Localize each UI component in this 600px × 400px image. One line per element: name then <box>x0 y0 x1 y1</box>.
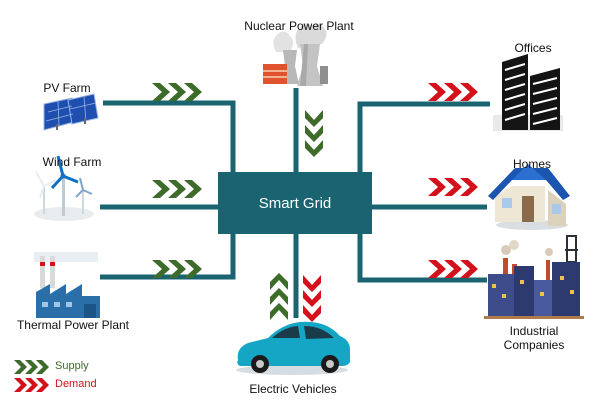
electric-vehicles-label: Electric Vehicles <box>249 382 337 396</box>
line-industrial <box>357 234 487 283</box>
smart-grid-label: Smart Grid <box>258 194 332 212</box>
solar-panel-icon <box>43 93 99 131</box>
legend-supply-label: Supply <box>55 360 89 372</box>
industrial-label: Industrial Companies <box>504 324 565 352</box>
nuclear-plant-icon <box>263 23 328 86</box>
legend-demand-marker <box>14 378 49 392</box>
demand-arrow-offices <box>428 83 478 101</box>
legend-demand-label: Demand <box>55 378 97 390</box>
demand-arrows <box>303 83 478 322</box>
factory-icon <box>34 252 100 318</box>
industrial-label-line2: Companies <box>503 338 565 352</box>
pv-farm-label: PV Farm <box>43 81 91 95</box>
house-icon <box>488 164 570 230</box>
demand-arrow-homes <box>428 178 478 196</box>
supply-arrow-ev <box>270 273 288 320</box>
demand-arrow-ev <box>303 275 321 322</box>
office-buildings-icon <box>493 54 563 131</box>
supply-arrow-thermal <box>152 260 202 278</box>
legend-supply-marker <box>14 360 49 374</box>
supply-arrows <box>152 83 323 320</box>
thermal-plant-label: Thermal Power Plant <box>16 318 130 332</box>
connection-lines <box>100 88 490 318</box>
demand-arrow-industrial <box>428 260 478 278</box>
industrial-plant-icon <box>484 235 584 319</box>
supply-arrow-pv <box>152 83 202 101</box>
wind-farm-label: Wind Farm <box>42 155 102 169</box>
offices-label: Offices <box>514 41 552 55</box>
electric-car-icon <box>236 321 350 375</box>
line-pv <box>103 100 236 172</box>
nuclear-plant-label: Nuclear Power Plant <box>244 19 354 33</box>
line-offices <box>357 101 490 172</box>
smart-grid-hub: Smart Grid <box>218 172 372 234</box>
wind-turbine-icon <box>34 155 94 221</box>
supply-arrow-wind <box>152 180 202 198</box>
industrial-label-line1: Industrial <box>509 324 559 338</box>
homes-label: Homes <box>512 157 552 171</box>
line-thermal <box>100 234 236 280</box>
supply-arrow-nuclear <box>305 110 323 157</box>
